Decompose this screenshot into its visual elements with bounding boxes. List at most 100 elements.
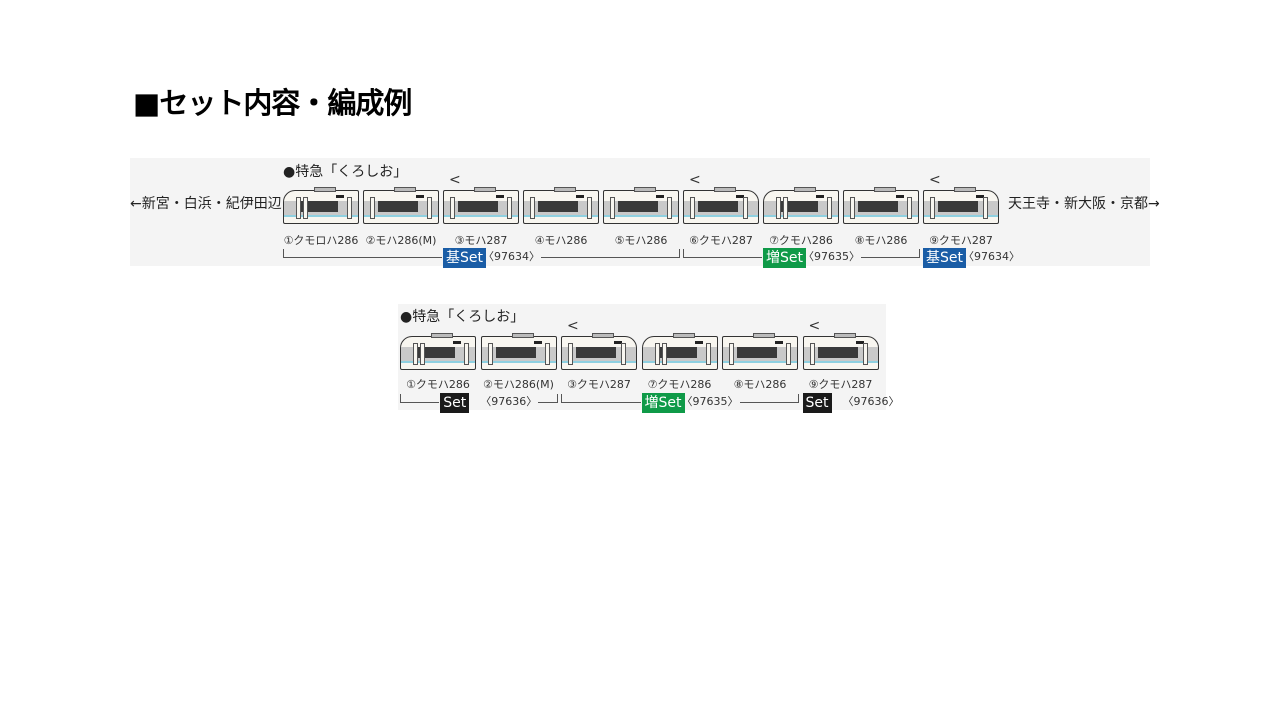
car-line bbox=[604, 215, 678, 217]
car-roof bbox=[794, 187, 816, 192]
car-line bbox=[524, 215, 598, 217]
car-lamp bbox=[533, 341, 542, 344]
car-label: ③モハ287 bbox=[454, 234, 508, 247]
set-badge-kihon: 基Set bbox=[443, 248, 486, 268]
car-win bbox=[576, 347, 616, 358]
car-roof bbox=[954, 187, 976, 192]
set-code: 〈97635〉 bbox=[803, 250, 860, 263]
car-win bbox=[458, 201, 498, 212]
car-win bbox=[656, 347, 697, 358]
car-door bbox=[983, 197, 988, 219]
car-lamp bbox=[614, 341, 622, 344]
set-code: 〈97634〉 bbox=[483, 250, 540, 263]
car-label: ⑨クモハ287 bbox=[808, 378, 873, 391]
car-roof bbox=[592, 333, 614, 338]
train-car bbox=[480, 333, 557, 370]
car-win bbox=[378, 201, 418, 212]
car-win bbox=[858, 201, 898, 212]
bracket-line bbox=[541, 249, 680, 258]
bracket-line bbox=[538, 394, 558, 403]
set-badge-kihon: 基Set bbox=[923, 248, 966, 268]
train-car bbox=[400, 333, 476, 370]
car-label: ①クモロハ286 bbox=[283, 234, 359, 247]
set-code: 〈97636〉 bbox=[842, 395, 900, 408]
car-door bbox=[464, 343, 469, 365]
pantograph-icon: < bbox=[567, 318, 579, 334]
train-car bbox=[763, 187, 839, 224]
train-car bbox=[523, 187, 599, 224]
car-roof bbox=[314, 187, 336, 192]
car-roof bbox=[394, 187, 416, 192]
bracket-line bbox=[561, 394, 641, 403]
left-direction: ←新宮・白浜・紀伊田辺 bbox=[130, 196, 282, 212]
car-roof bbox=[431, 333, 453, 338]
pantograph-icon: < bbox=[449, 172, 461, 188]
car-line bbox=[764, 215, 838, 217]
car-label: ⑧モハ286 bbox=[854, 234, 908, 247]
car-win bbox=[778, 201, 818, 212]
car-win bbox=[618, 201, 658, 212]
car-door bbox=[427, 197, 432, 219]
car-roof bbox=[672, 333, 695, 338]
car-door bbox=[420, 343, 425, 365]
train-car bbox=[843, 187, 919, 224]
car-roof bbox=[714, 187, 736, 192]
car-door bbox=[544, 343, 550, 365]
car-lamp bbox=[775, 341, 783, 344]
car-label: ⑧モハ286 bbox=[733, 378, 787, 391]
bracket-line bbox=[683, 249, 762, 258]
car-win bbox=[938, 201, 978, 212]
car-line bbox=[364, 215, 438, 217]
car-win bbox=[817, 347, 858, 358]
set-code: 〈97636〉 bbox=[480, 395, 538, 408]
car-line bbox=[803, 361, 878, 363]
car-win bbox=[495, 347, 536, 358]
car-label: ④モハ286 bbox=[534, 234, 588, 247]
train-car bbox=[923, 187, 999, 224]
car-line bbox=[844, 215, 918, 217]
car-door bbox=[827, 197, 832, 219]
car-roof bbox=[874, 187, 896, 192]
car-win bbox=[415, 347, 455, 358]
set-badge-set: Set bbox=[440, 393, 470, 413]
car-line bbox=[723, 361, 797, 363]
car-line bbox=[684, 215, 758, 217]
car-roof bbox=[554, 187, 576, 192]
train-car bbox=[722, 333, 798, 370]
car-label: ⑨クモハ287 bbox=[929, 234, 993, 247]
train-car bbox=[641, 333, 718, 370]
car-label: ②モハ286(M) bbox=[483, 378, 554, 391]
set-code: 〈97635〉 bbox=[681, 395, 739, 408]
bracket-line bbox=[283, 249, 442, 258]
car-label: ③クモハ287 bbox=[567, 378, 631, 391]
train-car bbox=[363, 187, 439, 224]
car-line bbox=[284, 215, 358, 217]
car-lamp bbox=[576, 195, 584, 198]
car-line bbox=[642, 361, 717, 363]
car-lamp bbox=[416, 195, 424, 198]
right-direction: 天王寺・新大阪・京都→ bbox=[1008, 196, 1160, 212]
car-label: ②モハ286(M) bbox=[365, 234, 437, 247]
car-door bbox=[907, 197, 912, 219]
train-car bbox=[603, 187, 679, 224]
bracket-line bbox=[739, 394, 799, 403]
pantograph-icon: < bbox=[689, 172, 701, 188]
car-door bbox=[587, 197, 592, 219]
car-lamp bbox=[976, 195, 984, 198]
car-door bbox=[303, 197, 308, 219]
set-badge-set: Set bbox=[802, 393, 832, 413]
car-door bbox=[690, 197, 695, 219]
train-car bbox=[561, 333, 637, 370]
pantograph-icon: < bbox=[929, 172, 941, 188]
car-roof bbox=[634, 187, 656, 192]
car-win bbox=[298, 201, 338, 212]
car-roof bbox=[474, 187, 496, 192]
car-door bbox=[610, 197, 615, 219]
car-win bbox=[538, 201, 578, 212]
car-door bbox=[705, 343, 711, 365]
car-door bbox=[413, 343, 418, 365]
set-code: 〈97634〉 bbox=[963, 250, 1020, 263]
car-lamp bbox=[896, 195, 904, 198]
car-label: ⑤モハ286 bbox=[614, 234, 668, 247]
car-label: ①クモハ286 bbox=[406, 378, 470, 391]
